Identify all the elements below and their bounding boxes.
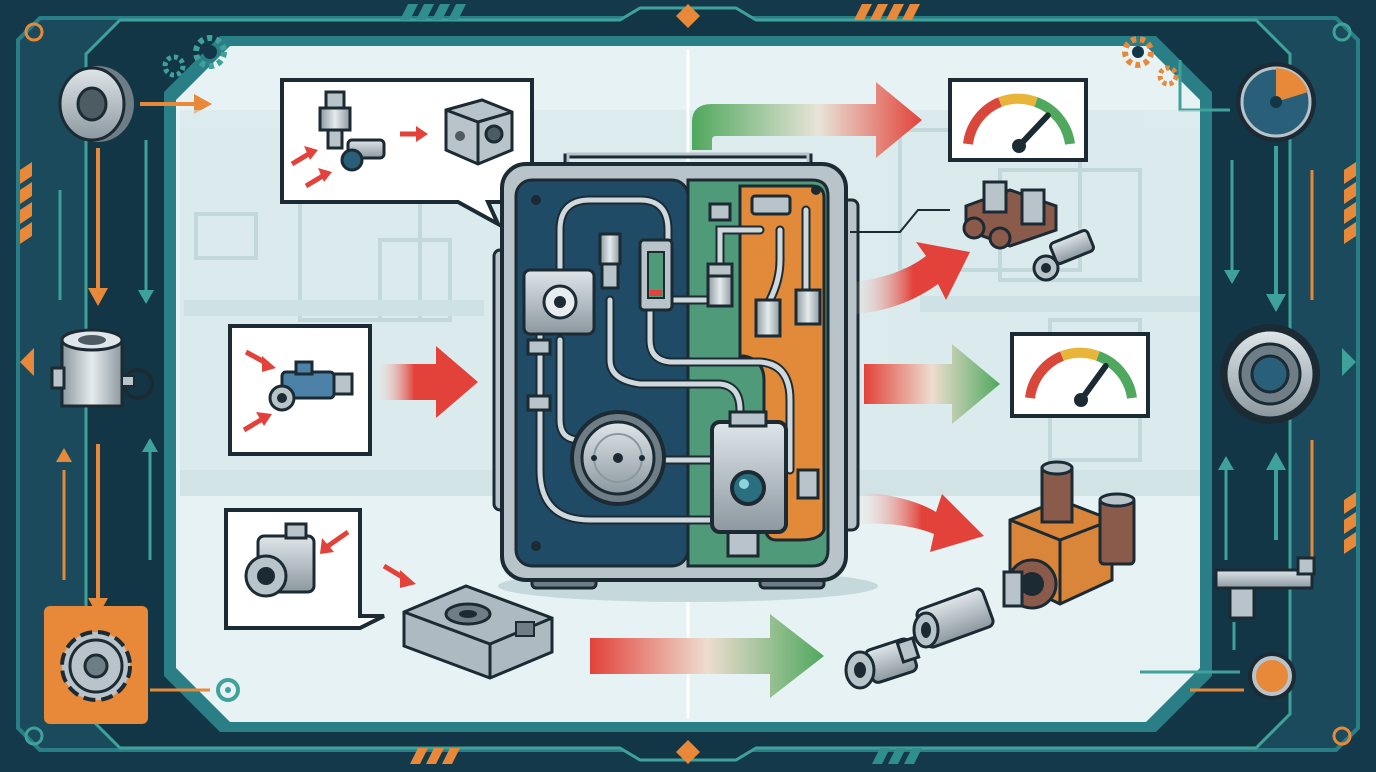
- gauge-needle: [1078, 363, 1109, 403]
- cylinder-part-icon: [50, 328, 154, 408]
- gauge-icon: [963, 93, 1075, 153]
- fittings-assembly-icon: [290, 90, 514, 189]
- callout-pipe-fitting: [228, 324, 372, 456]
- valve-body-icon: [1002, 460, 1136, 610]
- gear-cluster-icon: [1122, 36, 1179, 87]
- gauge-card-1: [948, 78, 1088, 162]
- pipe-fitting-icon: [242, 349, 354, 433]
- gauge-needle: [1016, 112, 1051, 149]
- right-frame-circuit: [1122, 36, 1320, 700]
- pressure-dial-icon: [570, 410, 666, 506]
- output-arrow-middle: [864, 344, 1000, 424]
- bearing-ring-icon: [1220, 324, 1320, 424]
- gear-icon: [44, 606, 148, 724]
- clamp-part-icon: [962, 180, 1095, 282]
- input-arrow: [380, 346, 478, 418]
- valve-lever-icon: [1214, 556, 1316, 620]
- output-arrow-upper-curve: [856, 242, 970, 314]
- gauge-card-2: [1010, 332, 1150, 418]
- callout-solenoid-block: [224, 508, 416, 630]
- bearing-ring-icon: [58, 66, 134, 142]
- bushing-icon: [912, 587, 995, 649]
- gauge-icon: [1025, 347, 1137, 407]
- output-arrow-top: [692, 82, 922, 158]
- pipe-panel-icon: [535, 195, 811, 525]
- machine-unit: [492, 152, 878, 602]
- bushing-icon: [844, 636, 921, 690]
- pie-gauge-icon: [1236, 62, 1316, 142]
- solenoid-block-icon: [244, 522, 350, 598]
- gear-cluster-icon: [162, 35, 227, 78]
- callout-fittings-assembly: [280, 78, 534, 229]
- left-frame-circuit: [44, 35, 240, 724]
- output-arrow-bottom: [590, 614, 824, 698]
- control-box-icon: [710, 410, 788, 534]
- bearing-ring-icon: [1248, 652, 1296, 700]
- machined-block-icon: [402, 584, 554, 680]
- sight-glass-icon: [730, 470, 766, 506]
- output-arrow-lower-curve: [860, 492, 984, 552]
